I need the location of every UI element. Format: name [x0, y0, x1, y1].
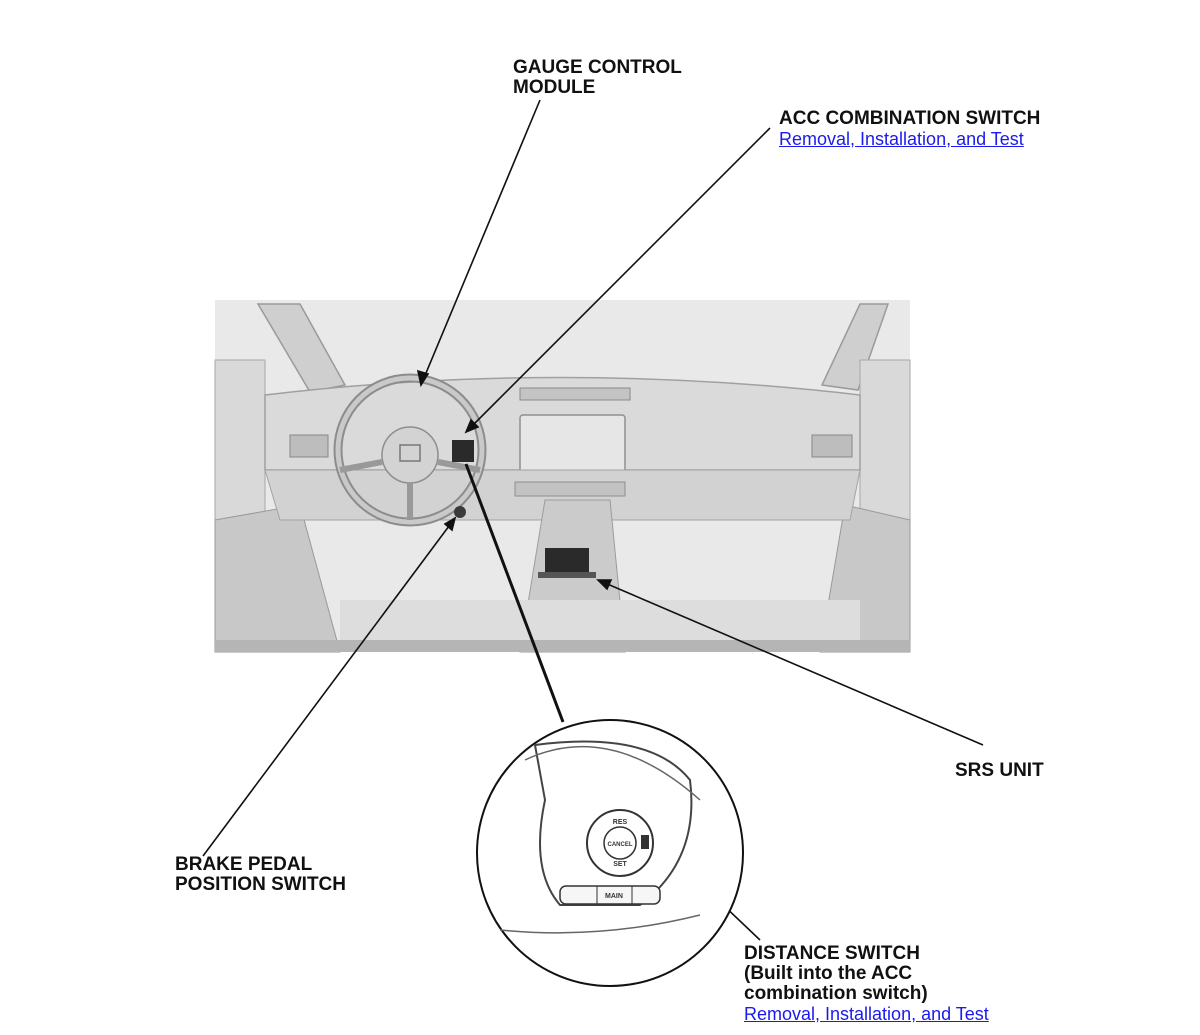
acc-combination-switch-title: ACC COMBINATION SWITCH — [779, 108, 1041, 129]
gauge-control-module-label: GAUGE CONTROL MODULE — [513, 58, 682, 98]
acc-removal-installation-test-link[interactable]: Removal, Installation, and Test — [779, 129, 1024, 149]
distance-switch-icon — [641, 835, 649, 849]
brake-pedal-position-switch-label: BRAKE PEDAL POSITION SWITCH — [175, 855, 346, 895]
acc-leader-line — [465, 127, 771, 433]
distance-switch-detail: RES CANCEL SET MAIN — [476, 719, 744, 987]
gauge-leader-line — [420, 99, 541, 386]
detail-leader-line — [464, 463, 565, 723]
set-button-label: SET — [613, 861, 627, 868]
acc-combination-switch-label: ACC COMBINATION SWITCH Removal, Installa… — [779, 108, 1041, 150]
leader-lines — [202, 99, 984, 941]
gauge-control-module-line-2: MODULE — [513, 77, 596, 98]
cancel-button-label: CANCEL — [608, 842, 633, 848]
srs-unit-label: SRS UNIT — [955, 760, 1044, 781]
distance-switch-line-1: DISTANCE SWITCH — [744, 943, 920, 964]
brake-pedal-line-2: POSITION SWITCH — [175, 874, 346, 895]
brake-pedal-line-1: BRAKE PEDAL — [175, 854, 313, 875]
distance-removal-installation-test-link[interactable]: Removal, Installation, and Test — [744, 1004, 989, 1024]
distance-switch-label: DISTANCE SWITCH (Built into the ACC comb… — [744, 943, 989, 1025]
distance-switch-line-3: combination switch) — [744, 983, 928, 1004]
dashboard-illustration — [214, 300, 911, 653]
main-button-label: MAIN — [605, 893, 623, 900]
srs-leader-line — [597, 579, 984, 746]
brake-leader-line — [202, 517, 456, 857]
gauge-control-module-line-1: GAUGE CONTROL — [513, 57, 682, 78]
res-button-label: RES — [613, 819, 628, 826]
distance-switch-line-2: (Built into the ACC — [744, 963, 913, 984]
